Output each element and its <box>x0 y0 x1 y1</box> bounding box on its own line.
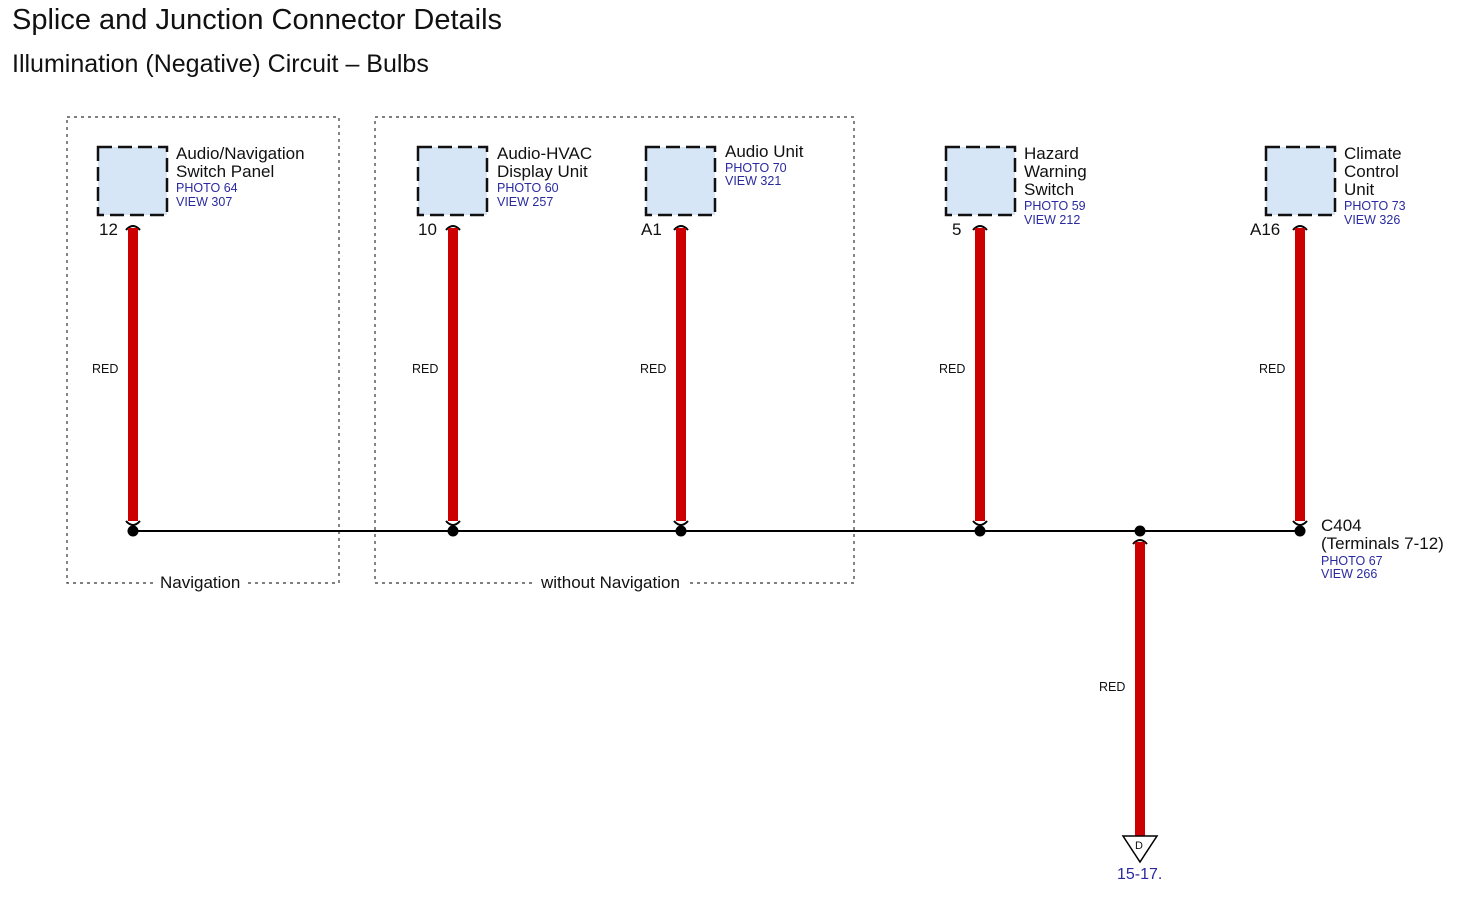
component-2-view-link[interactable]: VIEW 257 <box>497 195 554 209</box>
connector-photo-link[interactable]: PHOTO 67 <box>1321 554 1383 568</box>
component-3-pin: A1 <box>641 220 662 239</box>
wire-2-color: RED <box>412 362 439 376</box>
component-1-photo-link[interactable]: PHOTO 64 <box>176 181 238 195</box>
component-2-pin: 10 <box>418 220 437 239</box>
connector-id: C404 <box>1321 516 1362 535</box>
wire-5-color: RED <box>1259 362 1286 376</box>
component-4-pin: 5 <box>952 220 962 239</box>
wire-4 <box>972 225 988 537</box>
page-subtitle: Illumination (Negative) Circuit – Bulbs <box>12 50 429 78</box>
component-3-view-link[interactable]: VIEW 321 <box>725 174 782 188</box>
component-3-name: Audio Unit <box>725 142 804 161</box>
component-box-3 <box>644 145 717 217</box>
ground-wire-color: RED <box>1099 680 1126 694</box>
ground-symbol-triangle <box>1121 835 1159 864</box>
component-5-pin: A16 <box>1250 220 1281 239</box>
ground-symbol-letter: D <box>1135 840 1143 852</box>
wire-5 <box>1292 225 1308 537</box>
navigation-group-box <box>66 116 340 584</box>
component-5-view-link[interactable]: VIEW 326 <box>1344 213 1401 227</box>
component-3-photo-link[interactable]: PHOTO 70 <box>725 161 787 175</box>
wire-3 <box>673 225 689 537</box>
offpage-reference-link[interactable]: 15-17. <box>1117 866 1163 883</box>
component-box-5 <box>1264 145 1337 217</box>
connector-terminals: (Terminals 7-12) <box>1321 534 1444 553</box>
component-box-1 <box>96 145 169 217</box>
page-title: Splice and Junction Connector Details <box>12 4 503 36</box>
component-2-photo-link[interactable]: PHOTO 60 <box>497 181 559 195</box>
component-box-2 <box>416 145 489 217</box>
component-box-4 <box>944 145 1017 217</box>
without-navigation-group-label: without Navigation <box>535 573 686 593</box>
component-5-photo-link[interactable]: PHOTO 73 <box>1344 199 1406 213</box>
connector-view-link[interactable]: VIEW 266 <box>1321 567 1378 581</box>
component-4-photo-link[interactable]: PHOTO 59 <box>1024 199 1086 213</box>
wire-3-color: RED <box>640 362 667 376</box>
wire-4-color: RED <box>939 362 966 376</box>
component-1-view-link[interactable]: VIEW 307 <box>176 195 233 209</box>
wire-1-color: RED <box>92 362 119 376</box>
navigation-group-label: Navigation <box>154 573 247 593</box>
wire-1 <box>125 225 141 537</box>
component-1-pin: 12 <box>99 220 118 239</box>
wire-2 <box>445 225 461 537</box>
ground-wire <box>1132 525 1148 836</box>
component-4-view-link[interactable]: VIEW 212 <box>1024 213 1081 227</box>
